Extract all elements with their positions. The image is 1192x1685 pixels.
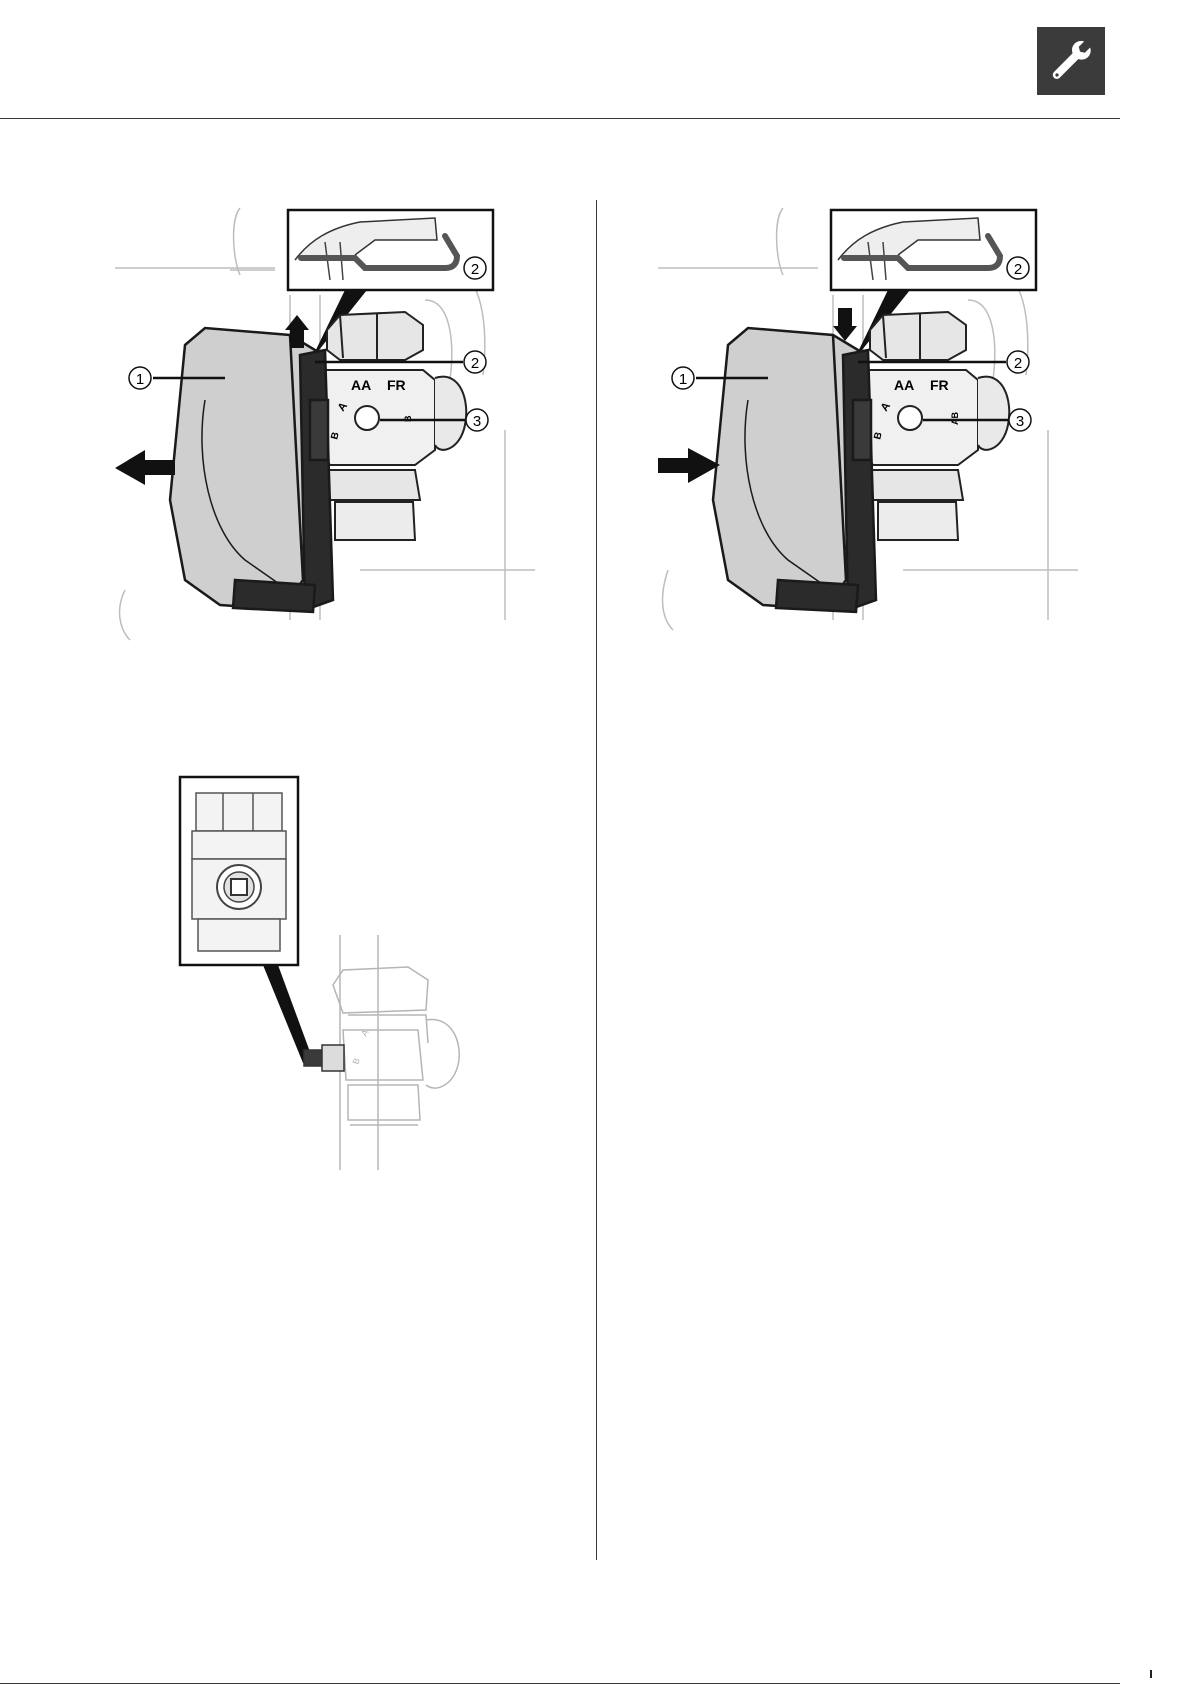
wrench-icon [1037, 27, 1105, 95]
service-badge [1037, 27, 1105, 95]
callout-actuator: 1 [679, 371, 687, 388]
header-divider [0, 118, 1120, 119]
arrow-left-icon [115, 450, 175, 485]
inset-detail-clip: 2 [288, 210, 493, 290]
inset-detail-spindle [180, 777, 298, 965]
figure-actuator-mounting: 2 AA FR A B AB 1 2 3 [658, 200, 1078, 640]
mixing-valve [863, 312, 1009, 540]
mixing-valve [320, 312, 466, 540]
column-divider [596, 200, 597, 1560]
callout-actuator: 1 [136, 371, 144, 388]
valve-port-label: B [350, 1057, 361, 1066]
callout-valve: 3 [473, 413, 481, 430]
actuator-housing [170, 328, 333, 612]
valve-port-label: AB [950, 412, 960, 425]
inset-callout: 2 [471, 261, 479, 278]
inset-callout: 2 [1014, 261, 1022, 278]
figure-actuator-removal: 2 AA FR A B B 1 2 3 [115, 200, 535, 640]
valve-port-label: AA [351, 377, 371, 393]
valve-spindle [304, 1045, 344, 1071]
footer-mark [1150, 1670, 1152, 1678]
valve-port-label: FR [387, 377, 406, 393]
inset-detail-clip: 2 [831, 210, 1036, 290]
valve-port-label: AA [894, 377, 914, 393]
footer-divider [0, 1683, 1120, 1684]
callout-clip: 2 [471, 355, 479, 372]
callout-clip: 2 [1014, 355, 1022, 372]
actuator-housing [713, 328, 876, 612]
valve-port-label: FR [930, 377, 949, 393]
callout-valve: 3 [1016, 413, 1024, 430]
figure-valve-spindle: A B [178, 775, 508, 1170]
arrow-right-icon [658, 448, 720, 483]
